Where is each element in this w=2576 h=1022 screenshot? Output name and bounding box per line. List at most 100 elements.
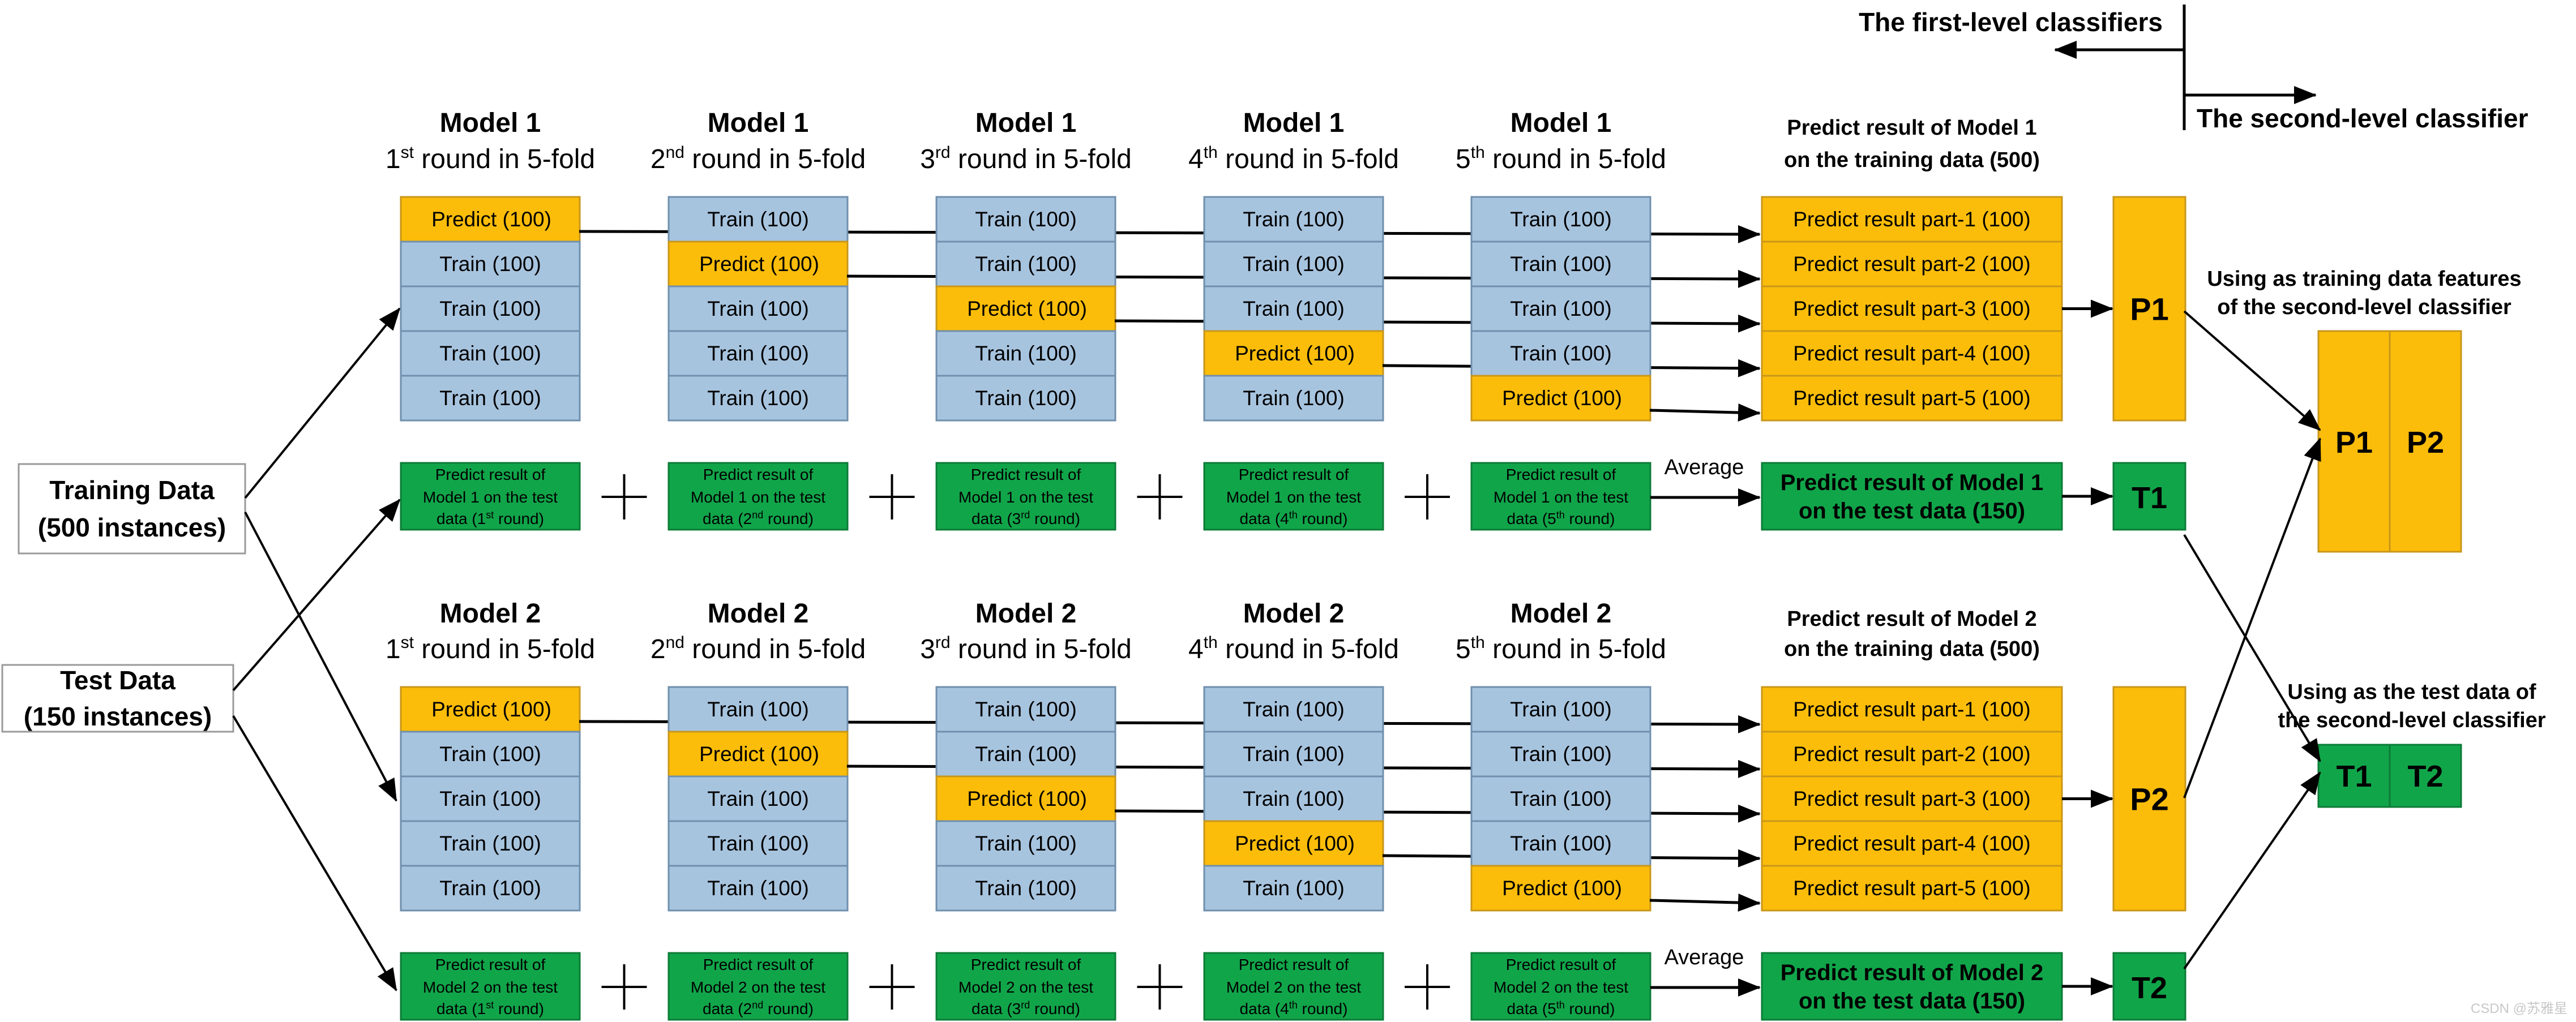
train-fold-label: Train (100) — [707, 342, 809, 365]
final-p1-label: P1 — [2335, 426, 2373, 460]
train-fold-label: Train (100) — [975, 387, 1077, 410]
predict-fold-box — [400, 196, 581, 243]
predict-fold-box — [1203, 330, 1384, 377]
test-prediction-box — [935, 952, 1116, 1021]
train-fold-box — [400, 865, 581, 912]
test-prediction-line2: Model 1 on the test — [958, 488, 1093, 506]
test-prediction-box — [1470, 952, 1651, 1021]
arrow-test-to-model2-test — [232, 715, 397, 991]
train-fold-box — [1470, 686, 1651, 733]
predict-fold-label: Predict (100) — [967, 787, 1087, 810]
predict-fold-label: Predict (100) — [431, 208, 551, 231]
train-fold-box — [667, 375, 849, 422]
test-prediction-line1: Predict result of — [435, 956, 546, 973]
test-prediction-line1: Predict result of — [1506, 956, 1616, 973]
average-label: Average — [1664, 946, 1744, 969]
round-heading: 4th round in 5-fold — [1188, 143, 1399, 174]
testdata-caption-line2: the second-level classifier — [2278, 708, 2545, 732]
result-part-label: Predict result part-5 (100) — [1793, 387, 2031, 410]
result-part-box — [1761, 820, 2063, 867]
train-fold-box — [400, 775, 581, 822]
train-fold-label: Train (100) — [1510, 742, 1612, 766]
train-result-title-line2: on the training data (500) — [1784, 148, 2040, 172]
model-heading: Model 2 — [1510, 599, 1612, 629]
t-result-box — [2112, 462, 2186, 531]
predict-fold-label: Predict (100) — [1502, 877, 1622, 900]
train-fold-box — [400, 375, 581, 422]
final-arrows — [2183, 310, 2321, 970]
train-fold-box — [1470, 731, 1651, 778]
result-part-label: Predict result part-3 (100) — [1793, 297, 2031, 320]
t-result-box — [2112, 952, 2186, 1021]
result-part-box — [1761, 865, 2063, 912]
training-data-title: Training Data — [49, 475, 215, 505]
training-data-count: (500 instances) — [38, 513, 226, 542]
test-result-line1: Predict result of Model 2 — [1781, 960, 2044, 985]
result-part-label: Predict result part-2 (100) — [1793, 742, 2031, 766]
average-label: Average — [1664, 456, 1744, 479]
train-fold-label: Train (100) — [707, 297, 809, 320]
test-result-line2: on the test data (150) — [1799, 989, 2025, 1014]
train-fold-label: Train (100) — [439, 387, 541, 410]
arrow-t1-to-final — [2183, 534, 2321, 762]
train-fold-label: Train (100) — [975, 877, 1077, 900]
train-fold-label: Train (100) — [439, 252, 541, 276]
test-prediction-box — [1470, 462, 1651, 531]
train-fold-box — [400, 731, 581, 778]
input-arrows — [232, 307, 401, 991]
train-fold-box — [1203, 865, 1384, 912]
train-fold-box — [1470, 196, 1651, 243]
round-heading: 3rd round in 5-fold — [920, 143, 1132, 174]
test-prediction-line2: Model 1 on the test — [1494, 488, 1628, 506]
arrow-t2-to-final — [2183, 771, 2321, 970]
features-caption-line1: Using as training data features — [2207, 267, 2521, 291]
train-fold-label: Train (100) — [1243, 698, 1345, 721]
result-part-box — [1761, 375, 2063, 422]
predict-fold-label: Predict (100) — [699, 742, 819, 766]
train-fold-label: Train (100) — [1243, 877, 1345, 900]
train-fold-label: Train (100) — [439, 342, 541, 365]
train-fold-label: Train (100) — [975, 742, 1077, 766]
test-prediction-line2: Model 2 on the test — [423, 978, 558, 996]
train-fold-label: Train (100) — [975, 698, 1077, 721]
result-part-box — [1761, 731, 2063, 778]
predict-fold-box — [935, 775, 1116, 822]
train-fold-label: Train (100) — [707, 877, 809, 900]
train-fold-label: Train (100) — [707, 387, 809, 410]
train-fold-label: Train (100) — [707, 208, 809, 231]
train-fold-box — [935, 375, 1116, 422]
test-data-count: (150 instances) — [24, 702, 212, 731]
test-prediction-line3: data (2nd round) — [703, 509, 814, 527]
final-t2-label: T2 — [2407, 759, 2443, 793]
train-result-title-line2: on the training data (500) — [1784, 637, 2040, 661]
predict-fold-box — [1470, 865, 1651, 912]
test-prediction-line1: Predict result of — [971, 956, 1081, 973]
train-fold-box — [1203, 731, 1384, 778]
round-heading: 5th round in 5-fold — [1456, 143, 1666, 174]
test-prediction-line2: Model 2 on the test — [1226, 978, 1361, 996]
result-part-box — [1761, 775, 2063, 822]
train-fold-box — [667, 820, 849, 867]
model-heading: Model 1 — [1243, 108, 1345, 138]
train-fold-box — [1203, 196, 1384, 243]
testdata-caption-line1: Using as the test data of — [2287, 680, 2536, 704]
train-fold-box — [1470, 820, 1651, 867]
final-p2-label: P2 — [2407, 426, 2444, 460]
predict-fold-box — [400, 686, 581, 733]
predict-fold-label: Predict (100) — [1502, 387, 1622, 410]
train-fold-label: Train (100) — [1510, 252, 1612, 276]
arrow-train-to-model2 — [244, 512, 397, 802]
train-fold-label: Train (100) — [439, 742, 541, 766]
fold-to-part-arrow — [1649, 403, 1761, 422]
arrow-train-to-model1 — [244, 307, 401, 499]
train-fold-label: Train (100) — [439, 877, 541, 900]
test-prediction-box — [1203, 952, 1384, 1021]
predict-fold-label: Predict (100) — [967, 297, 1087, 320]
arrow-p1-to-final — [2183, 310, 2321, 431]
train-fold-box — [1470, 241, 1651, 287]
train-fold-label: Train (100) — [1243, 208, 1345, 231]
